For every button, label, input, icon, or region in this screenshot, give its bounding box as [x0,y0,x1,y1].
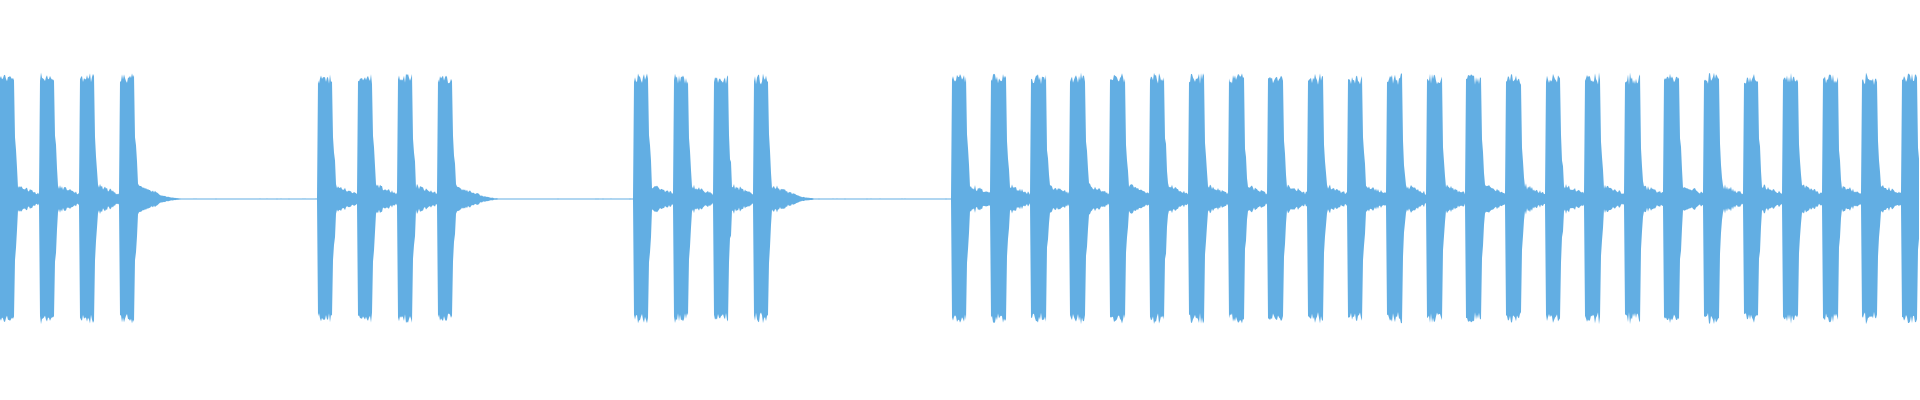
waveform-shape [0,72,1920,325]
waveform-envelope [0,72,1919,325]
